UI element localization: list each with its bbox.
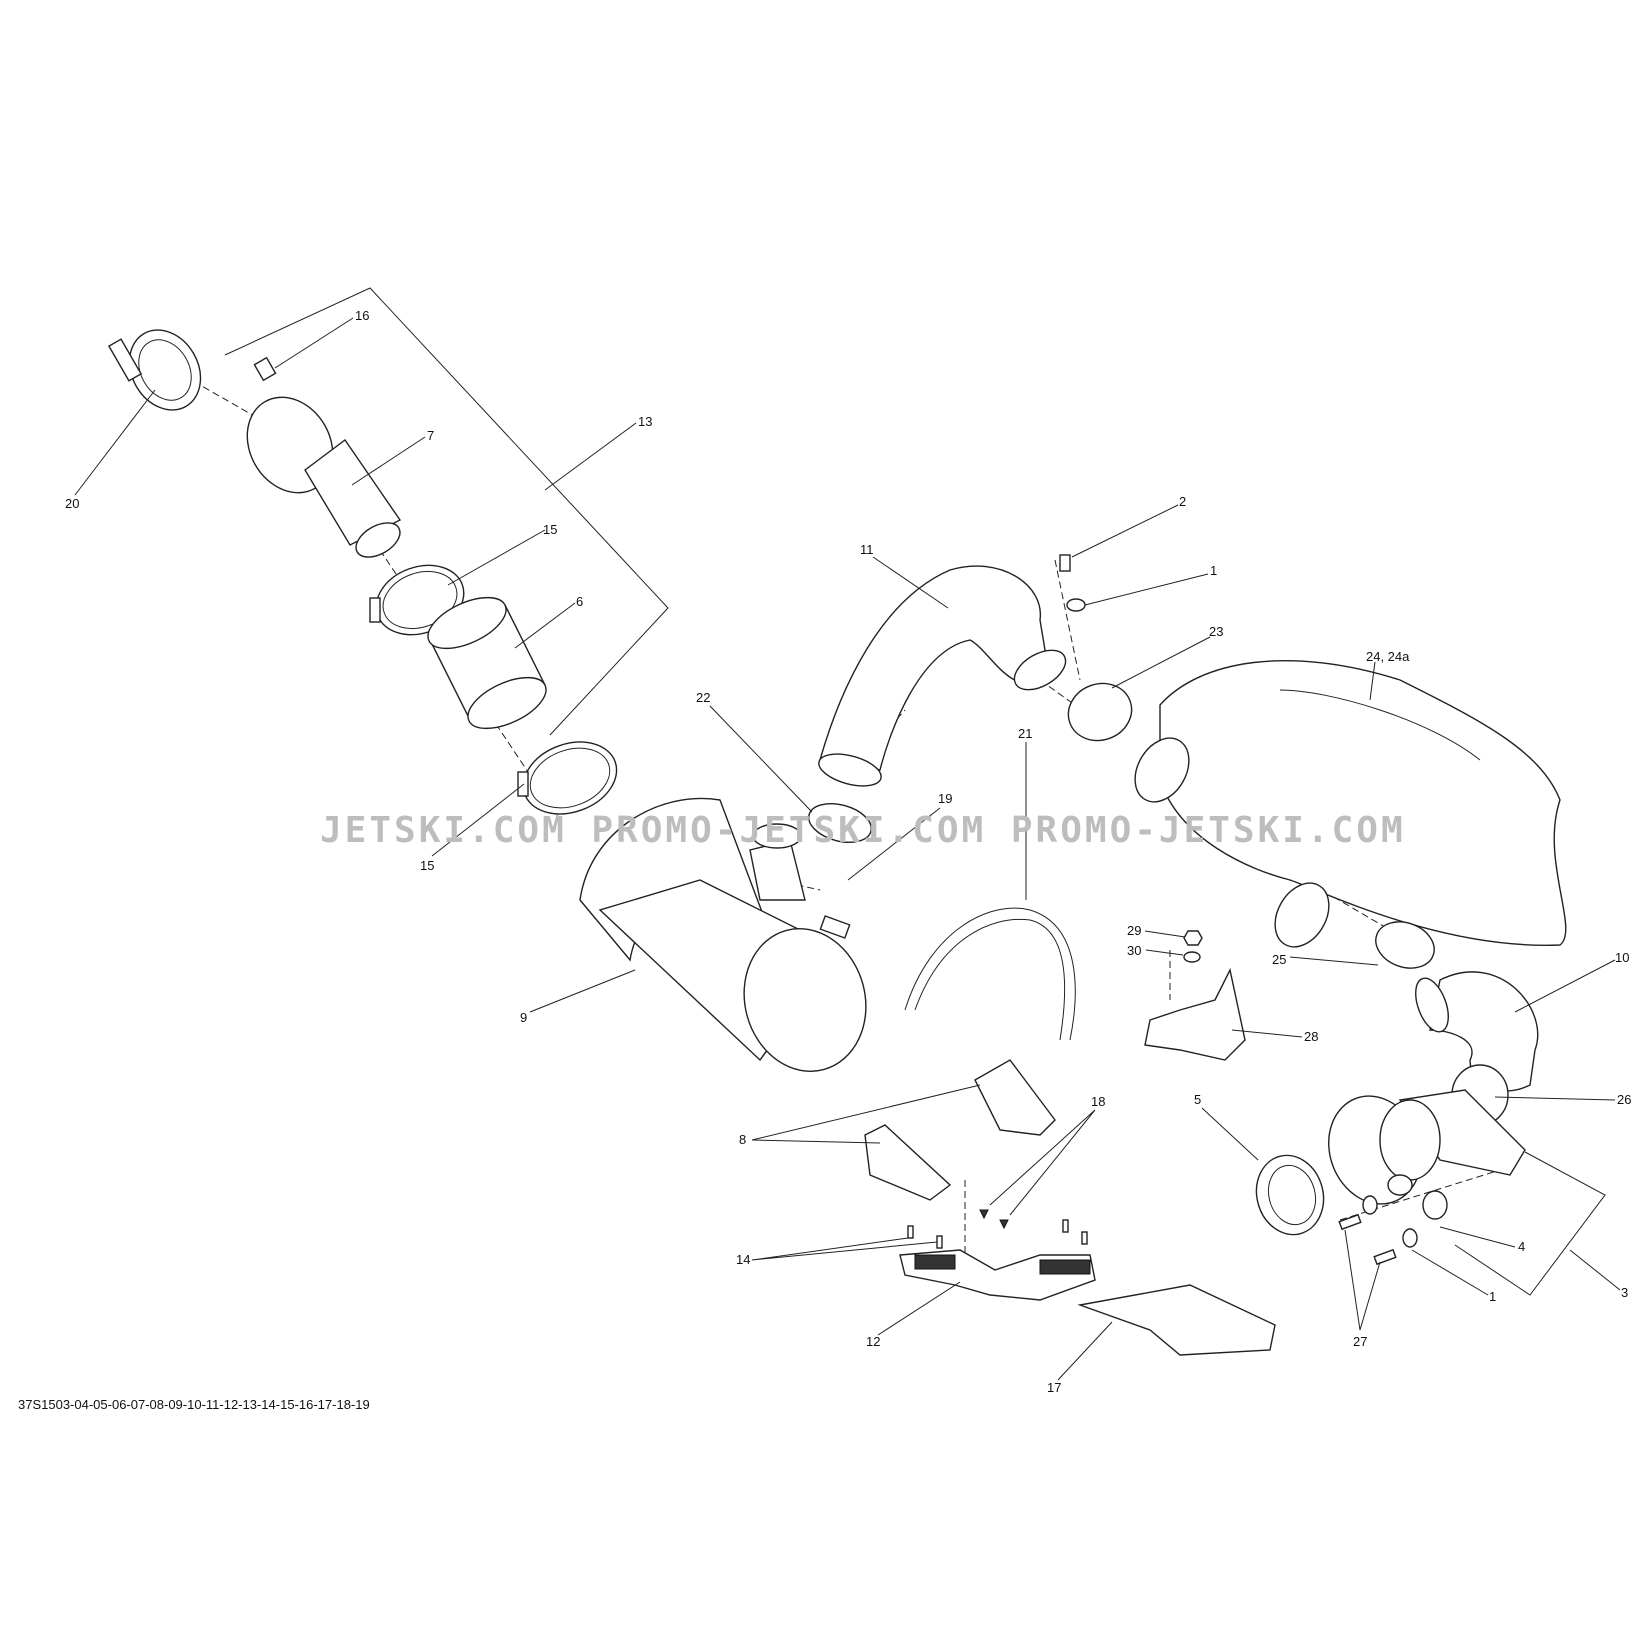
callout-8: 8 bbox=[739, 1132, 746, 1147]
part-1-washer-lower bbox=[1362, 1195, 1418, 1248]
callout-7: 7 bbox=[427, 428, 434, 443]
callout-14: 14 bbox=[736, 1252, 750, 1267]
part-16-fitting bbox=[253, 356, 277, 382]
callout-3: 3 bbox=[1621, 1285, 1628, 1300]
callout-30: 30 bbox=[1127, 943, 1141, 958]
callout-4: 4 bbox=[1518, 1239, 1525, 1254]
drawing-code: 37S1503-04-05-06-07-08-09-10-11-12-13-14… bbox=[18, 1397, 370, 1412]
part-22-clamp bbox=[808, 803, 872, 843]
callout-16: 16 bbox=[355, 308, 369, 323]
part-28-bracket bbox=[1144, 967, 1246, 1061]
callout-9: 9 bbox=[520, 1010, 527, 1025]
part-29-nut bbox=[1183, 930, 1203, 946]
part-14-screws bbox=[907, 1219, 1088, 1249]
part-8-heat-shields bbox=[864, 1059, 1056, 1201]
part-21-strap bbox=[904, 907, 1076, 1041]
part-12-plate bbox=[899, 1249, 1096, 1301]
callout-18: 18 bbox=[1091, 1094, 1105, 1109]
callout-15-upper: 15 bbox=[543, 522, 557, 537]
callout-26: 26 bbox=[1617, 1092, 1631, 1107]
callout-23: 23 bbox=[1209, 624, 1223, 639]
callout-21: 21 bbox=[1018, 726, 1032, 741]
callout-12: 12 bbox=[866, 1334, 880, 1349]
callout-17: 17 bbox=[1047, 1380, 1061, 1395]
part-15-clamp-lower bbox=[517, 741, 618, 815]
part-24-resonator bbox=[1134, 660, 1567, 948]
callout-19: 19 bbox=[938, 791, 952, 806]
part-11-hose bbox=[818, 565, 1067, 787]
callout-27: 27 bbox=[1353, 1334, 1367, 1349]
callout-6: 6 bbox=[576, 594, 583, 609]
part-20-v-clamp bbox=[107, 329, 202, 411]
watermark: JETSKI.COM PROMO-JETSKI.COM PROMO-JETSKI… bbox=[320, 810, 1406, 851]
part-1-washer bbox=[1066, 598, 1086, 612]
part-30-washer bbox=[1183, 951, 1201, 963]
part-2-bolt bbox=[1059, 554, 1071, 572]
part-27-bolts bbox=[1338, 1213, 1397, 1266]
callout-25: 25 bbox=[1272, 952, 1286, 967]
callout-13: 13 bbox=[638, 414, 652, 429]
callout-29: 29 bbox=[1127, 923, 1141, 938]
part-7-pipe bbox=[246, 396, 402, 558]
callout-1-upper: 1 bbox=[1210, 563, 1217, 578]
part-3-outlet-assembly bbox=[1328, 1089, 1526, 1220]
part-23-clamp bbox=[1067, 682, 1133, 742]
leader-lines bbox=[74, 287, 1621, 1381]
callout-20: 20 bbox=[65, 496, 79, 511]
callout-11: 11 bbox=[860, 542, 874, 557]
callout-15-lower: 15 bbox=[420, 858, 434, 873]
part-19-sensor bbox=[819, 915, 851, 939]
callout-2: 2 bbox=[1179, 494, 1186, 509]
callout-24-24a: 24, 24a bbox=[1366, 649, 1410, 664]
part-18-screws bbox=[979, 1209, 1009, 1230]
callout-28: 28 bbox=[1304, 1029, 1318, 1044]
part-25-clamp bbox=[1375, 921, 1435, 969]
callout-labels: 16 20 7 13 15 6 15 22 11 2 1 23 24, 24a … bbox=[65, 308, 1631, 1395]
callout-1-lower: 1 bbox=[1489, 1289, 1496, 1304]
part-5-ring bbox=[1255, 1154, 1325, 1236]
callout-5: 5 bbox=[1194, 1092, 1201, 1107]
part-6-sleeve bbox=[427, 596, 547, 730]
callout-10: 10 bbox=[1615, 950, 1629, 965]
part-17-shield bbox=[1077, 1284, 1276, 1356]
part-9-muffler bbox=[579, 797, 867, 1072]
callout-22: 22 bbox=[696, 690, 710, 705]
